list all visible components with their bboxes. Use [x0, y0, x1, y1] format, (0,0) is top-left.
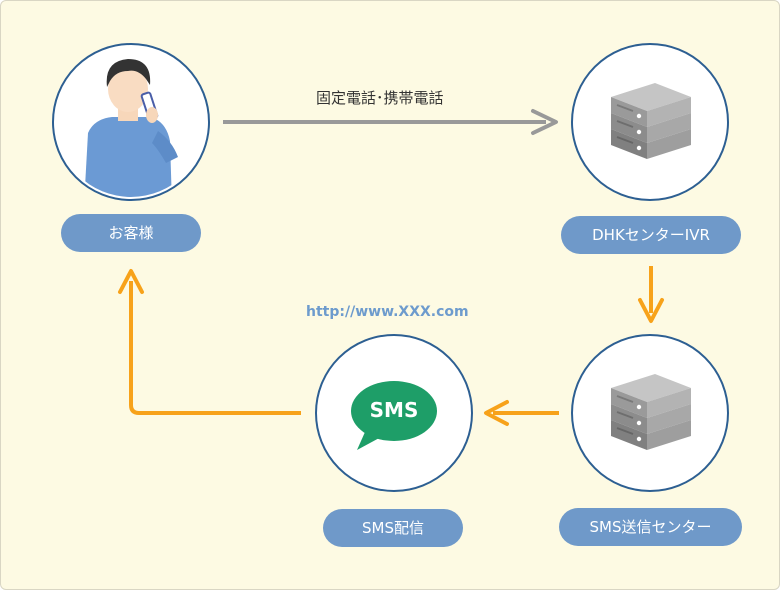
server-icon: [611, 374, 691, 450]
sms-bubble-text: SMS: [369, 398, 419, 422]
arrow-ivr-to-sms-center: [638, 266, 664, 323]
ivr-node: [571, 43, 729, 201]
sms-center-node: [571, 334, 729, 492]
ivr-label: DHKセンターIVR: [561, 216, 741, 254]
call-link-label: 固定電話･携帯電話: [316, 89, 444, 107]
arrow-customer-to-ivr: [223, 109, 558, 135]
arrow-delivery-to-customer: [118, 269, 301, 415]
customer-node: [52, 43, 210, 201]
sms-delivery-label: SMS配信: [323, 509, 463, 547]
server-icon: [611, 83, 691, 159]
person-on-phone-icon: [84, 59, 178, 197]
customer-label: お客様: [61, 214, 201, 252]
sms-bubble-icon: [351, 381, 437, 450]
sms-url-label: http://www.XXX.com: [306, 304, 469, 320]
arrow-sms-center-to-delivery: [484, 400, 559, 426]
sms-center-label: SMS送信センター: [559, 508, 742, 546]
sms-delivery-node: SMS: [315, 334, 473, 492]
